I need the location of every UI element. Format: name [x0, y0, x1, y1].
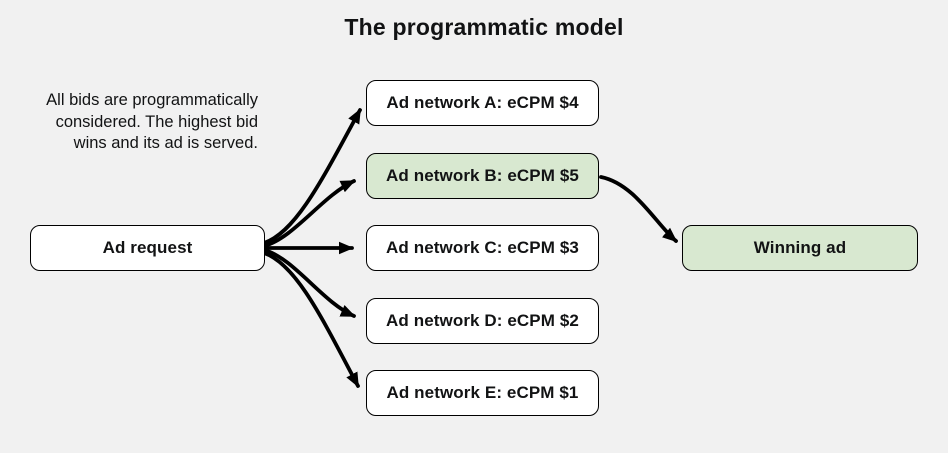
arrow-request-to-network-a	[262, 108, 362, 245]
arrow-network-b-to-winner	[599, 175, 678, 243]
winning-ad-box: Winning ad	[682, 225, 918, 271]
network-b-label: Ad network B: eCPM $5	[386, 166, 579, 185]
network-box-b: Ad network B: eCPM $5	[366, 153, 599, 199]
ad-request-box: Ad request	[30, 225, 265, 271]
network-c-label: Ad network C: eCPM $3	[386, 238, 579, 257]
arrow-request-to-network-d	[262, 248, 356, 318]
network-d-label: Ad network D: eCPM $2	[386, 311, 579, 330]
network-box-d: Ad network D: eCPM $2	[366, 298, 599, 344]
network-box-a: Ad network A: eCPM $4	[366, 80, 599, 126]
note-line: All bids are programmatically	[46, 91, 258, 109]
page-title: The programmatic model	[344, 14, 624, 40]
note-line: considered. The highest bid	[55, 112, 258, 131]
winning-ad-label: Winning ad	[753, 238, 847, 257]
note-line: wins and its ad is served.	[73, 134, 258, 152]
network-a-label: Ad network A: eCPM $4	[386, 93, 579, 112]
arrow-request-to-network-e	[262, 251, 360, 388]
network-box-e: Ad network E: eCPM $1	[366, 370, 599, 416]
arrow-request-to-network-b	[262, 179, 356, 248]
ad-request-label: Ad request	[102, 238, 193, 257]
note-text: All bids are programmatically considered…	[13, 90, 258, 155]
network-box-c: Ad network C: eCPM $3	[366, 225, 599, 271]
network-e-label: Ad network E: eCPM $1	[386, 383, 579, 402]
